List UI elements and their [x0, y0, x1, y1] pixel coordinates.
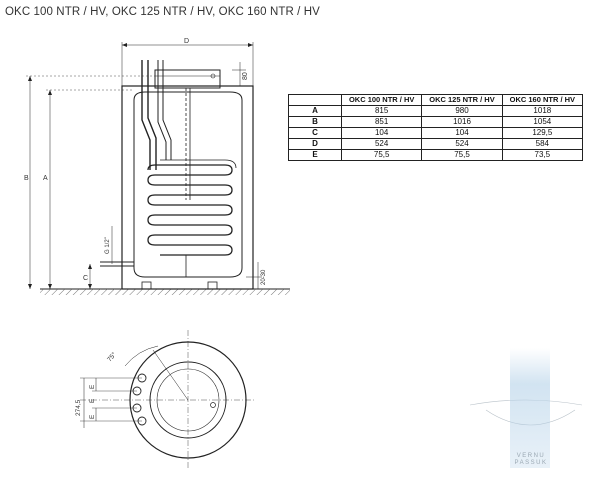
watermark-line-2: PASSUK — [514, 460, 548, 466]
foot-right — [207, 281, 218, 290]
table-row: C 104 104 129,5 — [288, 127, 584, 139]
table-row: D 524 524 584 — [288, 138, 584, 150]
dimension-table: OKC 100 NTR / HV OKC 125 NTR / HV OKC 16… — [288, 94, 584, 161]
ground-hatch — [40, 289, 290, 295]
label-e-2: E — [89, 398, 96, 403]
label-d: D — [184, 38, 189, 45]
table-row: A 815 980 1018 — [288, 105, 584, 117]
label-274-5: 274,5 — [75, 399, 82, 416]
label-angle: 75° — [105, 350, 118, 363]
watermark-text: VERNU PASSUK — [506, 453, 556, 467]
table-cell: 584 — [501, 138, 584, 150]
table-cell: 104 — [421, 127, 503, 139]
row-label: D — [288, 138, 342, 150]
label-a: A — [43, 175, 48, 182]
table-header-okc160: OKC 160 NTR / HV — [501, 94, 584, 106]
side-view — [26, 42, 290, 295]
label-80: 80 — [242, 72, 249, 80]
page-title: OKC 100 NTR / HV, OKC 125 NTR / HV, OKC … — [5, 6, 320, 18]
dim-arrows — [28, 43, 253, 289]
table-cell: 1054 — [501, 116, 584, 128]
table-header-corner — [288, 94, 342, 106]
table-cell: 524 — [340, 138, 423, 150]
row-label: A — [288, 105, 342, 117]
top-flange — [154, 69, 221, 89]
table-cell: 980 — [421, 105, 503, 117]
table-row: E 75,5 75,5 73,5 — [288, 149, 584, 161]
label-e-1: E — [89, 384, 96, 389]
table-cell: 1016 — [421, 116, 503, 128]
table-cell: 73,5 — [501, 149, 584, 161]
row-label: C — [288, 127, 342, 139]
table-cell: 129,5 — [501, 127, 584, 139]
table-cell: 815 — [340, 105, 423, 117]
table-cell: 75,5 — [340, 149, 423, 161]
watermark-logo — [510, 348, 550, 468]
heating-coil — [147, 159, 237, 256]
table-header-row: OKC 100 NTR / HV OKC 125 NTR / HV OKC 16… — [288, 94, 584, 106]
label-20-30: 20-30 — [261, 269, 267, 285]
table-header-okc100: OKC 100 NTR / HV — [340, 94, 423, 106]
table-cell: 851 — [340, 116, 423, 128]
table-header-okc125: OKC 125 NTR / HV — [421, 94, 503, 106]
foot-left — [141, 281, 152, 290]
table-cell: 104 — [340, 127, 423, 139]
table-cell: 524 — [421, 138, 503, 150]
table-cell: 75,5 — [421, 149, 503, 161]
table-cell: 1018 — [501, 105, 584, 117]
watermark-line-1: VERNU — [516, 453, 546, 459]
label-c: C — [83, 275, 88, 282]
row-label: E — [288, 149, 342, 161]
sensor-port — [210, 402, 216, 408]
label-e-3: E — [89, 414, 96, 419]
row-label: B — [288, 116, 342, 128]
table-row: B 851 1016 1054 — [288, 116, 584, 128]
label-b: B — [24, 175, 29, 182]
heater-casing — [121, 85, 254, 290]
label-thread: G 1/2" — [105, 237, 111, 254]
top-view — [80, 330, 255, 470]
inner-tank — [133, 91, 243, 278]
